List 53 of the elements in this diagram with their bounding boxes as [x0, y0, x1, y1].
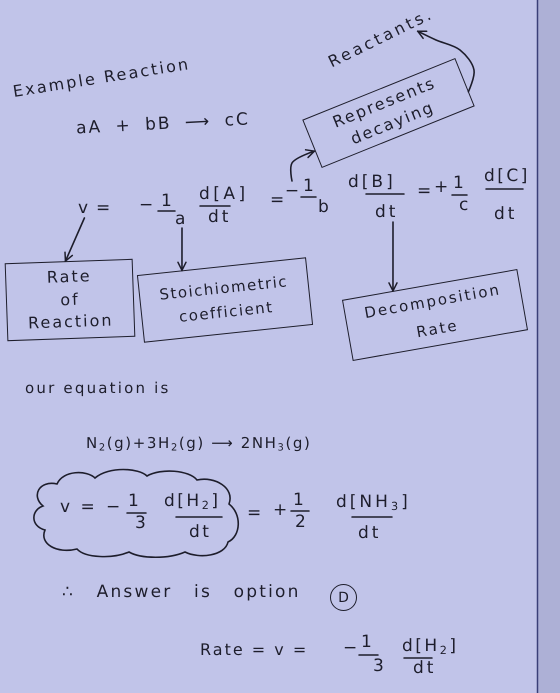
fraction-denominator: c [459, 197, 471, 214]
equals-sign: = [270, 192, 287, 209]
note-text: our equation is [25, 381, 171, 396]
equals-sign: = [247, 505, 264, 522]
fraction-numerator: 1 [293, 492, 306, 509]
fraction-denominator: dt [358, 525, 382, 542]
arrow [388, 221, 398, 292]
fraction-numerator: d[B] [348, 174, 396, 191]
equals-sign: = [96, 200, 113, 217]
answer-text: ∴ Answer is option [62, 584, 301, 601]
label-box [136, 257, 314, 343]
arrow [290, 149, 316, 182]
fraction-denominator: 2 [295, 514, 308, 531]
minus-sign: − [284, 181, 300, 201]
minus-sign: − [106, 499, 123, 516]
arrow [416, 30, 475, 93]
fraction-numerator: 1 [303, 178, 316, 195]
label-box [342, 269, 528, 361]
fraction-denominator: 3 [373, 658, 386, 675]
box-text: Rate of Reaction [26, 266, 115, 335]
fraction-numerator: 1 [361, 634, 374, 651]
fraction-numerator: d[C] [484, 168, 530, 185]
heading-text: Example Reaction [12, 56, 192, 100]
equals-sign: = [417, 183, 434, 200]
fraction-denominator: dt [375, 204, 398, 221]
math-variable: v [76, 198, 90, 218]
fraction-denominator: dt [189, 524, 212, 541]
fraction-numerator: d[A] [199, 186, 249, 203]
fraction-numerator: 1 [453, 175, 466, 192]
fraction-numerator: d[NH$_{3}$] [336, 494, 411, 511]
fraction-numerator: d[H$_{2}$] [402, 638, 458, 655]
equation-text: Rate = v = [200, 642, 308, 658]
plus-sign: + [273, 502, 290, 519]
circled-option: D [330, 584, 357, 611]
arrow [177, 227, 187, 272]
fraction-numerator: 1 [161, 193, 174, 210]
equation-text: N$_{2}$(g)+3H$_{2}$(g) ⟶ 2NH$_{3}$(g) [86, 436, 312, 451]
equation-text: v = [60, 499, 98, 516]
fraction-denominator: 3 [135, 515, 148, 532]
minus-sign: − [343, 640, 358, 657]
fraction-denominator: dt [413, 660, 436, 677]
box-text: Stoichiometric coefficient [158, 271, 290, 328]
plus-sign: + [434, 179, 451, 196]
label-box [4, 258, 136, 342]
arrow [64, 217, 86, 262]
fraction-denominator: a [175, 211, 188, 228]
fraction-numerator: d[H$_{2}$] [164, 493, 220, 510]
minus-sign: − [139, 197, 156, 214]
fraction-denominator: b [318, 199, 332, 216]
fraction-denominator: dt [494, 206, 518, 223]
fraction-denominator: dt [208, 209, 232, 226]
fraction-numerator: 1 [128, 493, 142, 510]
equation-text: aA + bB ⟶ cC [76, 111, 250, 138]
